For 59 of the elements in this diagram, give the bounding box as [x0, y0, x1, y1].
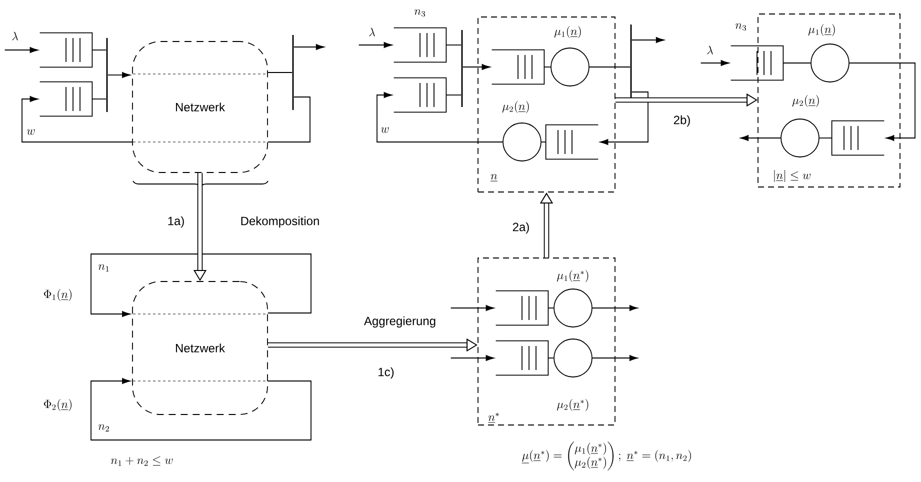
arrow	[90, 254, 312, 317]
queue-symbol	[39, 81, 93, 117]
arrow	[376, 92, 503, 142]
edge-label: $\lambda$	[707, 46, 713, 54]
arrow	[592, 305, 638, 311]
connector-line	[589, 66, 631, 68]
rate-label: $\mu_2(\underline{n})$	[792, 95, 819, 108]
variable-label: $n_2$	[98, 424, 109, 432]
rate-label: $\mu_1(\underline{n})$	[808, 24, 835, 36]
queue-symbol	[491, 49, 545, 85]
formula: $n_1 + n_2 \leq w$	[110, 456, 173, 466]
rate-label: $\mu_2(\underline{n}^*)$	[556, 399, 588, 412]
connector-line	[446, 94, 462, 96]
connector-line	[446, 44, 462, 46]
connector-line	[544, 66, 551, 68]
arrow	[293, 44, 324, 50]
arrow	[90, 378, 312, 440]
arrow	[740, 135, 781, 141]
arrow	[462, 64, 490, 70]
queue-symbol	[495, 340, 549, 376]
arrow	[631, 37, 664, 43]
arrow	[358, 42, 392, 48]
network-cloud: Netzwerk	[132, 281, 268, 415]
caption-text: Aggregierung	[364, 316, 436, 328]
edge-label: 1a)	[168, 216, 184, 228]
rate-label: $\mu_1(\underline{n})$	[554, 26, 581, 38]
arrow	[700, 60, 730, 66]
arrow	[592, 355, 638, 361]
queue-symbol	[39, 32, 93, 68]
connector-line	[268, 72, 293, 73]
arrow	[107, 72, 130, 78]
edge-label: 1c)	[378, 367, 394, 379]
arrow	[600, 92, 648, 145]
edge-label: $\lambda$	[12, 32, 18, 40]
edge-label: $w$	[26, 129, 35, 135]
edge-label: 2b)	[674, 115, 690, 127]
queue-symbol	[495, 290, 549, 326]
arrow	[4, 47, 38, 53]
arrow	[849, 62, 916, 141]
edge-label: $\Phi_2(\underline{n})$	[44, 399, 72, 412]
arrow	[450, 305, 494, 311]
edge-label: $\lambda$	[369, 28, 375, 36]
queue-symbol	[831, 120, 885, 156]
network-cloud: Netzwerk	[132, 41, 268, 173]
rate-label: $\mu_2(\underline{n})$	[502, 101, 529, 114]
connector-line	[92, 98, 107, 100]
caption-text: Dekomposition	[241, 216, 319, 228]
rate-label: $\mu_1(\underline{n}^*)$	[556, 270, 588, 282]
connector-line	[782, 62, 811, 64]
edge-label: $\Phi_1(\underline{n})$	[44, 289, 72, 302]
variable-label: $n_1$	[98, 264, 109, 272]
queue-symbol	[545, 124, 599, 160]
arrow	[450, 355, 494, 361]
queue-symbol	[393, 77, 447, 113]
arrow	[22, 96, 132, 142]
edge-label: 2a)	[512, 222, 529, 234]
connector-line	[268, 96, 310, 142]
edge-label: $w$	[380, 127, 389, 133]
formula: $\underline{\mu}(\underline{n}^*) = \begin{pmatrix}\mu_1(\underline{n}^*)\\ \mu_2(\underline{n}^*)\end{pmatrix} ;\ \underline{n}^* = (n_1, n_2)$	[522, 442, 691, 470]
